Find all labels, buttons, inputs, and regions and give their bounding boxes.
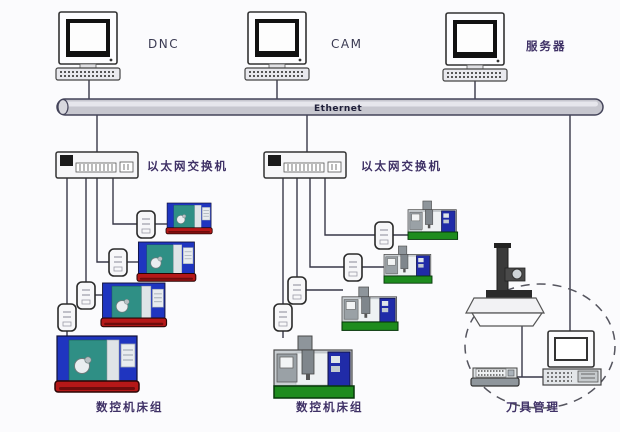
ethernet-bus: Ethernet bbox=[56, 98, 604, 116]
network-adapter-box-icon bbox=[273, 303, 293, 332]
dnc-workstation: DNC bbox=[55, 11, 179, 81]
network-adapter-box-icon bbox=[343, 253, 363, 282]
server-label: 服务器 bbox=[526, 39, 567, 53]
ethernet-switch-right: 以太网交换机 bbox=[263, 151, 442, 179]
cnc-lathe-machine-icon bbox=[100, 282, 168, 328]
machining-center-icon bbox=[273, 335, 355, 399]
switch-left-label: 以太网交换机 bbox=[147, 159, 228, 173]
server-workstation: 服务器 bbox=[442, 12, 567, 82]
machining-center-icon bbox=[407, 200, 459, 240]
ethernet-bus-endcap bbox=[57, 98, 69, 116]
cable-switchL-adapter2 bbox=[96, 177, 109, 263]
cnc-lathe-machine-icon bbox=[165, 202, 213, 235]
switch-right-icon bbox=[263, 151, 347, 179]
cam-computer-icon bbox=[244, 11, 310, 81]
server-computer-icon bbox=[442, 12, 508, 82]
network-adapter-box-icon bbox=[76, 281, 96, 310]
ethernet-bus-highlight bbox=[62, 101, 598, 107]
machining-center-icon bbox=[341, 286, 399, 331]
dnc-computer-icon bbox=[55, 11, 121, 81]
group-middle-label: 数控机床组 bbox=[296, 400, 364, 414]
ethernet-bus-label: Ethernet bbox=[314, 104, 362, 114]
cnc-group-left: 数控机床组 bbox=[54, 202, 213, 414]
tool-management-area: 刀具管理 bbox=[464, 243, 616, 414]
switch-left-icon bbox=[55, 151, 139, 179]
network-adapter-box-icon bbox=[108, 248, 128, 277]
cable-switchR-adapter1 bbox=[324, 177, 375, 236]
cnc-lathe-machine-icon bbox=[54, 335, 140, 393]
ethernet-switch-left: 以太网交换机 bbox=[55, 151, 228, 179]
network-adapter-box-icon bbox=[57, 303, 77, 332]
cnc-group-middle: 数控机床组 bbox=[273, 200, 459, 414]
cam-workstation: CAM bbox=[244, 11, 362, 81]
network-adapter-box-icon bbox=[287, 276, 307, 305]
network-adapter-box-icon bbox=[136, 210, 156, 239]
tool-management-label: 刀具管理 bbox=[506, 400, 560, 414]
tool-presetter-icon bbox=[470, 367, 520, 387]
group-left-label: 数控机床组 bbox=[96, 400, 164, 414]
cable-switchL-adapter1 bbox=[112, 177, 137, 225]
cable-switchR-adapter2 bbox=[309, 177, 344, 268]
desktop-pc-icon bbox=[542, 330, 602, 386]
switch-right-label: 以太网交换机 bbox=[361, 159, 442, 173]
tool-management-boundary bbox=[464, 283, 616, 409]
tool-measuring-machine-icon bbox=[465, 243, 545, 327]
cam-label: CAM bbox=[331, 37, 362, 51]
cnc-lathe-machine-icon bbox=[136, 241, 197, 282]
machining-center-icon bbox=[383, 245, 433, 284]
network-adapter-box-icon bbox=[374, 221, 394, 250]
dnc-label: DNC bbox=[148, 37, 179, 51]
